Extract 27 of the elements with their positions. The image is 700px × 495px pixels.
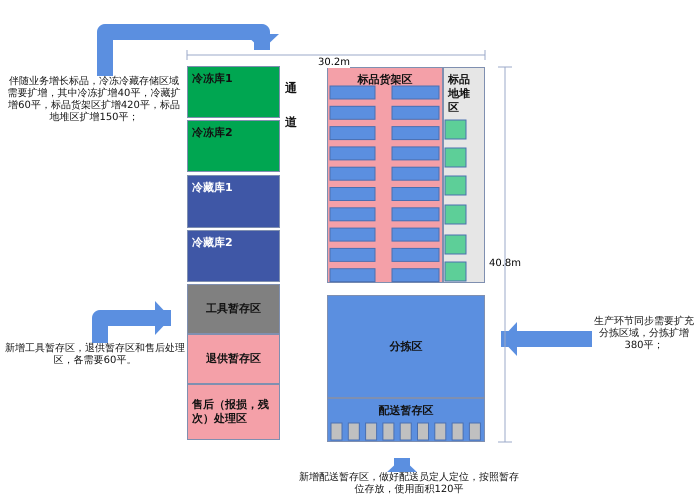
- zone-label: 冷藏库2: [192, 236, 233, 250]
- tool-storage-zone: [187, 284, 280, 334]
- zone-label: 冷藏库1: [192, 181, 233, 195]
- cold-room-zone: [187, 175, 280, 228]
- zone-label: 售后（报损，残次）处理区: [192, 398, 270, 426]
- return-storage-zone: [187, 334, 280, 384]
- callout-text: 新增配送暂存区，做好配送员定人定位，按照暂存位存放，使用面积120平: [298, 472, 520, 495]
- cold-room-zone: [187, 230, 280, 282]
- freezer-zone: [187, 120, 280, 172]
- aisle-label: 通道: [284, 71, 298, 139]
- zone-label: 退供暂存区: [206, 352, 261, 366]
- block-arrow: [501, 322, 592, 356]
- zone-label: 冷冻库1: [192, 72, 233, 86]
- zone-label: 标品地堆区: [448, 73, 471, 115]
- sorting-zone: [327, 295, 485, 398]
- dimension-label: 30.2m: [318, 57, 350, 68]
- zone-label: 冷冻库2: [192, 126, 233, 140]
- freezer-zone: [187, 66, 280, 118]
- dimension-label: 40.8m: [489, 258, 522, 269]
- block-arrow: [92, 301, 171, 343]
- block-arrow: [385, 458, 419, 474]
- zone-label: 标品货架区: [358, 73, 412, 87]
- after-sales-zone: [187, 384, 280, 440]
- zone-label: 分拣区: [390, 340, 422, 354]
- zone-label: 工具暂存区: [206, 302, 261, 316]
- block-arrow: [97, 24, 279, 76]
- zone-label: 配送暂存区: [378, 404, 434, 418]
